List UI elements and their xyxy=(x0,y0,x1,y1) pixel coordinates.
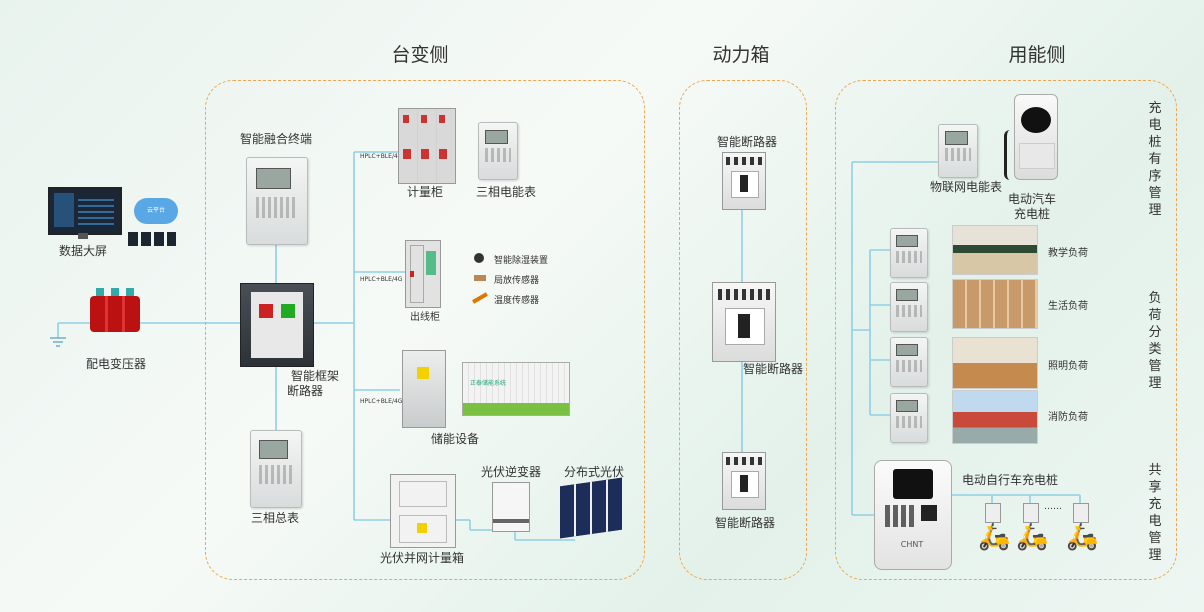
ebike-dots: …… xyxy=(1044,502,1062,512)
energy-storage-label: 储能设备 xyxy=(430,432,479,446)
breaker-top-device xyxy=(722,152,766,210)
consumer-side-box xyxy=(835,80,1177,580)
ebike-icon-3: 🛵 xyxy=(1066,522,1099,552)
teaching-load-meter xyxy=(890,228,928,278)
dehumidifier-label: 智能除湿装置 xyxy=(494,256,549,266)
ev-charger-device xyxy=(1014,94,1058,180)
outgoing-cabinet-label: 出线柜 xyxy=(410,312,440,323)
breaker-bottom-device xyxy=(722,452,766,510)
fire-load-meter xyxy=(890,393,928,443)
section-title-transformer-side: 台变侧 xyxy=(391,44,449,66)
metering-cabinet-device xyxy=(398,108,456,184)
comm-label-1: HPLC+BLE/4G xyxy=(360,153,403,160)
ebike-outlet-1 xyxy=(985,503,1001,523)
iot-meter-label: 物联网电能表 xyxy=(929,180,1002,194)
solar-panels xyxy=(560,477,622,539)
breaker-bottom-label: 智能断路器 xyxy=(714,516,775,530)
three-phase-total-meter-label: 三相总表 xyxy=(250,511,299,525)
breaker-top-label: 智能断路器 xyxy=(716,135,777,149)
cloud-logo-text: 云平台 xyxy=(146,207,165,214)
smart-frame-breaker-device xyxy=(240,283,314,367)
storage-container-text: 正泰储能系统 xyxy=(470,380,507,387)
smart-frame-breaker-label-1: 智能框架 xyxy=(290,369,339,383)
ebike-charger-device xyxy=(874,460,952,570)
transformer-side-box xyxy=(205,80,645,580)
ev-charger-cable xyxy=(1004,130,1017,180)
section-title-power-box: 动力箱 xyxy=(712,44,770,66)
pv-grid-meter-box-device xyxy=(390,474,456,548)
transformer-label: 配电变压器 xyxy=(85,357,146,371)
temperature-sensor-label: 温度传感器 xyxy=(494,296,540,306)
ev-charger-label-1: 电动汽车 xyxy=(1007,192,1056,206)
fire-load-photo xyxy=(952,390,1038,444)
ebike-outlet-2 xyxy=(1023,503,1039,523)
ebike-outlet-3 xyxy=(1073,503,1089,523)
monitor-stand xyxy=(78,233,88,239)
ebike-icon-2: 🛵 xyxy=(1016,522,1049,552)
energy-storage-container xyxy=(462,362,570,416)
ebike-charger-label: 电动自行车充电桩 xyxy=(961,473,1058,487)
server-devices xyxy=(128,232,176,246)
partial-discharge-sensor-label: 局放传感器 xyxy=(494,276,540,286)
partial-discharge-sensor-icon xyxy=(474,275,486,281)
ebike-charger-brand: CHNT xyxy=(900,540,924,549)
cloud-icon xyxy=(134,198,178,224)
shared-charging-mgmt-label: 共享充电管理 xyxy=(1148,463,1162,563)
section-title-consumer-side: 用能侧 xyxy=(1008,44,1066,66)
metering-cabinet-label: 计量柜 xyxy=(406,185,443,199)
data-screen-monitor xyxy=(48,187,122,235)
data-screen-label: 数据大屏 xyxy=(58,244,107,258)
breaker-mid-device xyxy=(712,282,776,362)
smart-fusion-terminal-label: 智能融合终端 xyxy=(239,132,312,146)
smart-fusion-terminal-device xyxy=(246,157,308,245)
ebike-icon-1: 🛵 xyxy=(978,522,1011,552)
three-phase-meter-device xyxy=(478,122,518,180)
fire-load-label: 消防负荷 xyxy=(1048,412,1088,423)
teaching-load-label: 教学负荷 xyxy=(1048,248,1088,259)
living-load-label: 生活负荷 xyxy=(1048,301,1088,312)
ordered-charging-mgmt-label: 充电桩有序管理 xyxy=(1148,101,1162,218)
outgoing-cabinet-device xyxy=(405,240,441,308)
pv-inverter-label: 光伏逆变器 xyxy=(480,465,541,479)
teaching-load-photo xyxy=(952,225,1038,275)
pv-inverter-device xyxy=(492,482,530,532)
three-phase-meter-label: 三相电能表 xyxy=(475,185,536,199)
power-box-box xyxy=(679,80,807,580)
lighting-load-meter xyxy=(890,337,928,387)
living-load-photo xyxy=(952,279,1038,329)
iot-meter-device xyxy=(938,124,978,178)
living-load-meter xyxy=(890,282,928,332)
comm-label-2: HPLC+BLE/4G xyxy=(360,276,403,283)
pv-grid-meter-box-label: 光伏并网计量箱 xyxy=(379,551,464,565)
distributed-pv-label: 分布式光伏 xyxy=(563,465,624,479)
lighting-load-label: 照明负荷 xyxy=(1048,361,1088,372)
smart-frame-breaker-label-2: 断路器 xyxy=(286,384,323,398)
three-phase-total-meter-device xyxy=(250,430,302,508)
load-classification-mgmt-label: 负荷分类管理 xyxy=(1148,291,1162,391)
breaker-mid-label: 智能断路器 xyxy=(742,362,803,376)
dehumidifier-icon xyxy=(474,253,484,263)
lighting-load-photo xyxy=(952,337,1038,389)
energy-storage-cabinet xyxy=(402,350,446,428)
ev-charger-label-2: 充电桩 xyxy=(1013,207,1050,221)
comm-label-3: HPLC+BLE/4G xyxy=(360,398,403,405)
transformer-icon xyxy=(90,288,140,338)
